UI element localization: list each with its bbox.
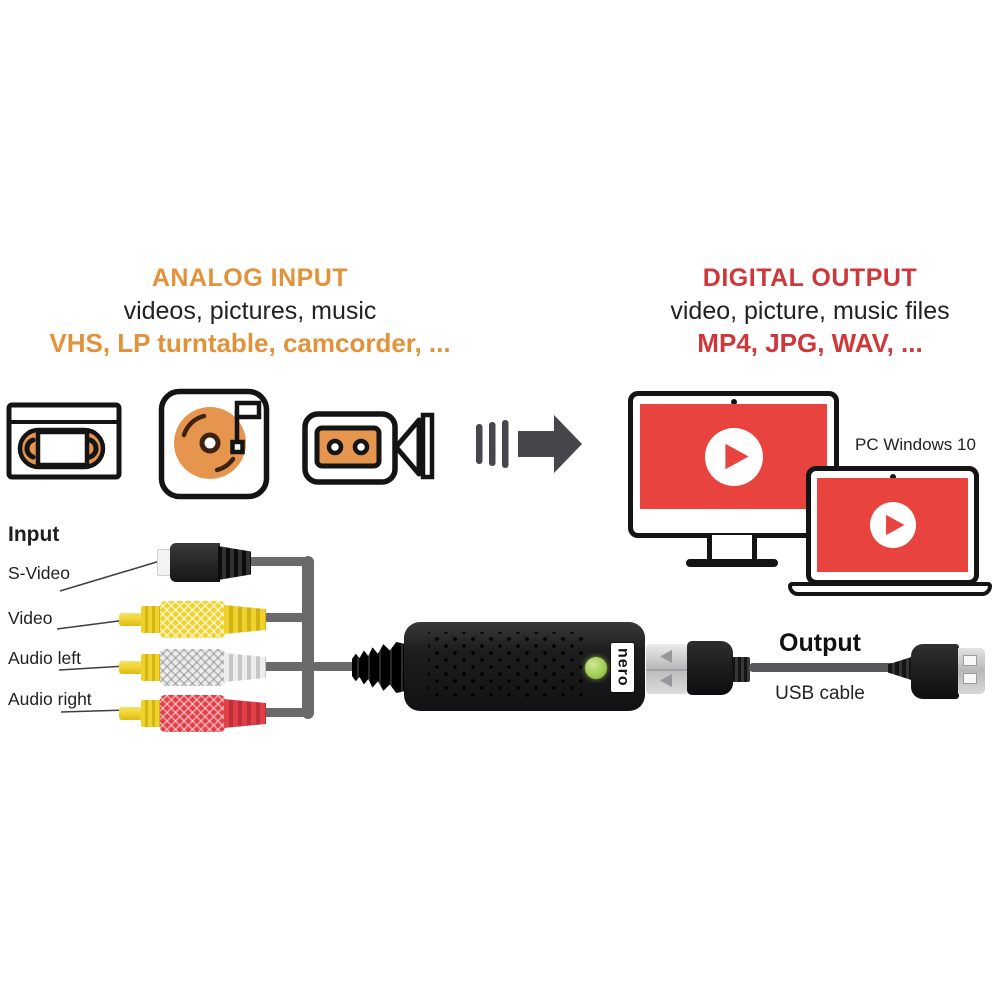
input-label-audio-left: Audio left xyxy=(8,648,81,668)
output-heading: Output xyxy=(779,629,861,657)
monitor-stand-base xyxy=(686,559,778,567)
digital-output-block: DIGITAL OUTPUT video, picture, music fil… xyxy=(600,262,1000,360)
cable-main xyxy=(312,662,360,671)
usb-arrow-icon xyxy=(660,650,672,663)
input-label-s-video: S-Video xyxy=(8,563,70,583)
rca-audio-right-barrel xyxy=(160,695,225,732)
arrow-right-icon xyxy=(476,415,582,473)
analog-input-block: ANALOG INPUT videos, pictures, music VHS… xyxy=(10,262,490,360)
cable-audio-right xyxy=(246,708,310,717)
rca-audio-left-flange xyxy=(141,654,161,681)
device-dot-texture xyxy=(428,632,583,699)
rca-video-boot xyxy=(224,605,266,634)
s-video-plug-tip xyxy=(157,549,171,576)
cable-audio-left xyxy=(260,662,312,671)
input-label-video: Video xyxy=(8,608,53,628)
usb-connector-body xyxy=(911,644,959,699)
play-button-icon xyxy=(869,502,916,548)
cable-s-video xyxy=(246,557,310,566)
input-heading: Input xyxy=(8,523,60,546)
nero-brand-label: nero xyxy=(611,643,634,692)
s-video-plug-body xyxy=(170,543,220,582)
rca-audio-left-barrel xyxy=(160,649,225,686)
usb-extension-coupler xyxy=(687,641,733,695)
rca-audio-right-flange xyxy=(141,700,161,727)
laptop-screen xyxy=(817,478,968,572)
pc-windows-label: PC Windows 10 xyxy=(855,435,976,454)
analog-title: ANALOG INPUT xyxy=(151,264,349,292)
usb-cable-caption: USB cable xyxy=(775,683,865,704)
play-button-icon xyxy=(704,427,763,486)
device-strain-relief xyxy=(352,642,406,693)
analog-line1: videos, pictures, music xyxy=(123,297,377,325)
s-video-plug-boot xyxy=(218,546,251,580)
rca-audio-right-tip xyxy=(119,707,142,720)
rca-video-flange xyxy=(141,606,161,633)
capture-device-body xyxy=(404,622,645,711)
device-led-green xyxy=(585,657,607,679)
laptop-icon xyxy=(806,466,979,585)
monitor-camera-dot xyxy=(730,399,737,405)
usb-contact-hole xyxy=(963,655,977,666)
digital-title: DIGITAL OUTPUT xyxy=(702,264,918,292)
cable-video xyxy=(260,613,312,622)
laptop-base xyxy=(788,582,992,596)
input-label-audio-right: Audio right xyxy=(8,689,92,709)
usb-connector-metal xyxy=(958,648,985,694)
play-triangle xyxy=(725,443,749,470)
monitor-stand-neck xyxy=(707,535,757,562)
digital-line2: MP4, JPG, WAV, ... xyxy=(697,328,923,358)
laptop-camera-dot xyxy=(889,474,896,480)
usb-arrow-icon xyxy=(660,674,672,687)
rca-video-tip xyxy=(119,613,142,626)
coupler-strain-relief xyxy=(732,657,750,682)
camcorder-icon xyxy=(302,411,435,485)
cable-collector-bar xyxy=(302,556,314,719)
vhs-tape-icon xyxy=(6,402,122,480)
analog-line2: VHS, LP turntable, camcorder, ... xyxy=(49,328,451,358)
desktop-monitor-icon xyxy=(628,391,839,538)
play-triangle xyxy=(886,514,905,536)
digital-line1: video, picture, music files xyxy=(670,297,950,325)
device-usb-plug xyxy=(646,644,688,694)
lp-turntable-icon xyxy=(158,388,270,500)
rca-audio-right-boot xyxy=(224,699,266,728)
usb-plug-divider xyxy=(646,669,688,671)
rca-audio-left-tip xyxy=(119,661,142,674)
rca-audio-left-boot xyxy=(224,653,266,682)
rca-video-barrel xyxy=(160,601,225,638)
monitor-screen xyxy=(640,404,827,509)
usb-cable xyxy=(749,663,899,672)
usb-contact-hole xyxy=(963,673,977,684)
